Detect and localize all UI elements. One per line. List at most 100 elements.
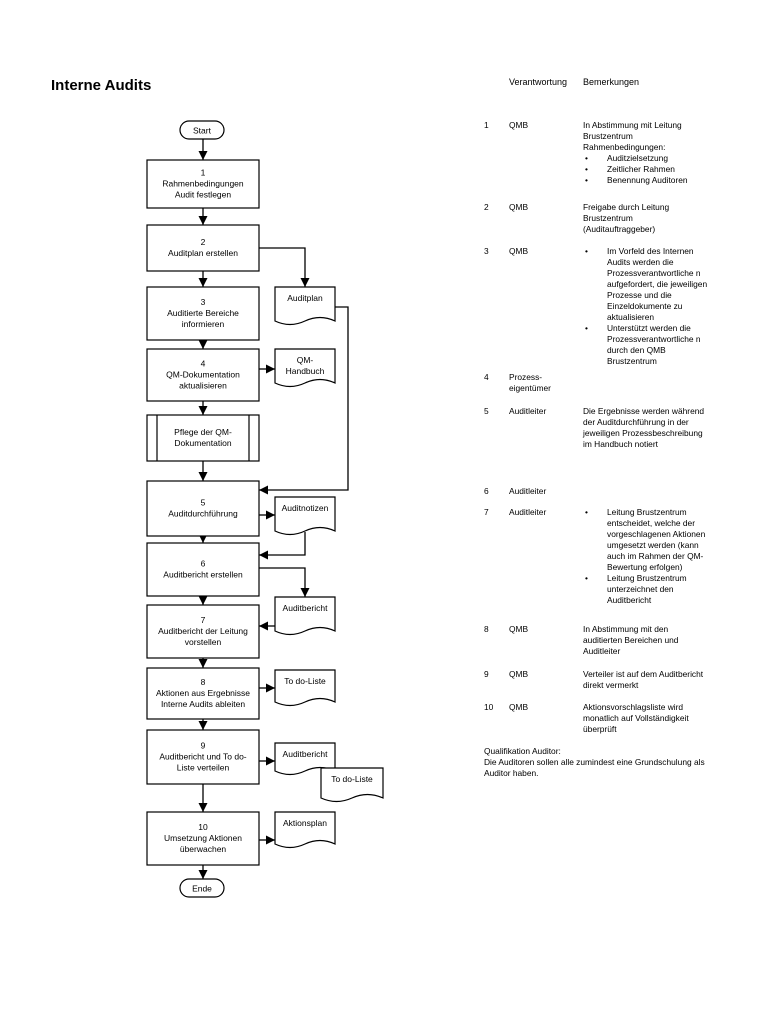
step-label: 6 — [201, 559, 206, 569]
header-responsibility: Verantwortung — [509, 77, 568, 87]
step-label: 2 — [201, 237, 206, 247]
row-remark-text: Die Ergebnisse werden während der Auditd… — [583, 406, 705, 449]
step-label: Auditbericht und To do- — [159, 752, 246, 762]
row-remarks: Verteiler ist auf dem Auditbericht direk… — [583, 669, 705, 691]
process-step: Pflege der QM-Dokumentation — [146, 414, 260, 462]
row-responsibility: QMB — [509, 120, 529, 130]
terminator-label: Ende — [192, 884, 212, 894]
step-label: Aktionen aus Ergebnisse — [156, 688, 250, 698]
bullet-item: Auditzielsetzung — [583, 153, 705, 164]
bullet-item: Unterstützt werden die Prozessverantwort… — [583, 323, 711, 367]
document-shape: Auditplan — [274, 286, 336, 326]
row-number: 3 — [484, 246, 489, 256]
document-label: Aktionsplan — [283, 818, 327, 828]
row-responsibility: QMB — [509, 669, 529, 679]
row-remark-bullets: Leitung Brustzentrum entscheidet, welche… — [583, 507, 709, 606]
connector-arrow — [259, 306, 349, 495]
row-remark-text: Aktionsvorschlagsliste wird monatlich au… — [583, 702, 689, 734]
row-remark-text: Freigabe durch Leitung Brustzentrum (Aud… — [583, 202, 670, 234]
bullet-item: Zeitlicher Rahmen — [583, 164, 705, 175]
bullet-item: Benennung Auditoren — [583, 175, 705, 186]
document-label: Handbuch — [286, 366, 325, 376]
step-label: 4 — [201, 359, 206, 369]
terminator: Start — [179, 120, 225, 140]
row-responsibility: Auditleiter — [509, 486, 547, 496]
qualification-text: Die Auditoren sollen alle zumindest eine… — [484, 757, 705, 778]
document-shape: Auditbericht — [274, 596, 336, 636]
step-label: 1 — [201, 168, 206, 178]
row-remarks: Im Vorfeld des Internen Audits werden di… — [583, 246, 711, 367]
bullet-item: Leitung Brustzentrum unterzeichnet den A… — [583, 573, 709, 606]
document-shape: To do-Liste — [320, 767, 384, 803]
bullet-item: Leitung Brustzentrum entscheidet, welche… — [583, 507, 709, 573]
step-label: Rahmenbedingungen — [162, 179, 244, 189]
document-label: Auditnotizen — [282, 503, 329, 513]
row-remarks: In Abstimmung mit Leitung Brustzentrum R… — [583, 120, 705, 186]
row-remark-text: In Abstimmung mit Leitung Brustzentrum R… — [583, 120, 682, 152]
connector-arrow — [259, 532, 306, 560]
document-shape: QM-Handbuch — [274, 348, 336, 388]
row-remarks: Freigabe durch Leitung Brustzentrum (Aud… — [583, 202, 705, 235]
row-remarks: In Abstimmung mit den auditierten Bereic… — [583, 624, 705, 657]
row-responsibility: QMB — [509, 624, 529, 634]
row-responsibility: Auditleiter — [509, 507, 547, 517]
step-label: Dokumentation — [174, 438, 231, 448]
row-remark-bullets: Auditzielsetzung Zeitlicher Rahmen Benen… — [583, 153, 705, 186]
connector-arrow — [259, 567, 310, 597]
step-label: Liste verteilen — [177, 763, 230, 773]
terminator-label: Start — [193, 126, 212, 136]
terminator: Ende — [179, 878, 225, 898]
qualification-note: Qualifikation Auditor: Die Auditoren sol… — [484, 746, 724, 779]
row-number: 5 — [484, 406, 489, 416]
step-label: 3 — [201, 297, 206, 307]
step-label: Auditplan erstellen — [168, 248, 238, 258]
page-title: Interne Audits — [51, 77, 152, 94]
step-label: vorstellen — [185, 637, 222, 647]
row-responsibility: QMB — [509, 246, 529, 256]
step-label: Auditbericht der Leitung — [158, 626, 248, 636]
row-number: 4 — [484, 372, 489, 382]
row-responsibility: Prozess-eigentümer — [509, 372, 551, 393]
step-label: überwachen — [180, 844, 227, 854]
row-number: 9 — [484, 669, 489, 679]
step-label: 8 — [201, 677, 206, 687]
row-remarks: Aktionsvorschlagsliste wird monatlich au… — [583, 702, 705, 735]
step-label: Pflege der QM- — [174, 427, 232, 437]
row-remark-text: In Abstimmung mit den auditierten Bereic… — [583, 624, 679, 656]
document-label: Auditbericht — [283, 749, 329, 759]
row-number: 2 — [484, 202, 489, 212]
row-number: 8 — [484, 624, 489, 634]
row-number: 10 — [484, 702, 494, 712]
document-label: To do-Liste — [331, 774, 373, 784]
step-label: Audit festlegen — [175, 190, 232, 200]
qualification-heading: Qualifikation Auditor: — [484, 746, 561, 756]
step-label: Interne Audits ableiten — [161, 699, 245, 709]
step-label: 5 — [201, 498, 206, 508]
document-label: Auditplan — [287, 293, 323, 303]
document-shape: Aktionsplan — [274, 811, 336, 849]
document-label: Auditbericht — [283, 603, 329, 613]
document-shape: Auditnotizen — [274, 496, 336, 536]
step-label: 7 — [201, 615, 206, 625]
row-number: 7 — [484, 507, 489, 517]
row-responsibility: QMB — [509, 202, 529, 212]
row-responsibility: QMB — [509, 702, 529, 712]
header-remarks: Bemerkungen — [583, 77, 640, 87]
row-number: 6 — [484, 486, 489, 496]
step-label: aktualisieren — [179, 381, 227, 391]
step-label: Auditdurchführung — [168, 509, 238, 519]
row-number: 1 — [484, 120, 489, 130]
step-label: 10 — [198, 822, 208, 832]
step-label: Auditbericht erstellen — [163, 570, 243, 580]
bullet-item: Im Vorfeld des Internen Audits werden di… — [583, 246, 711, 323]
step-label: Umsetzung Aktionen — [164, 833, 242, 843]
